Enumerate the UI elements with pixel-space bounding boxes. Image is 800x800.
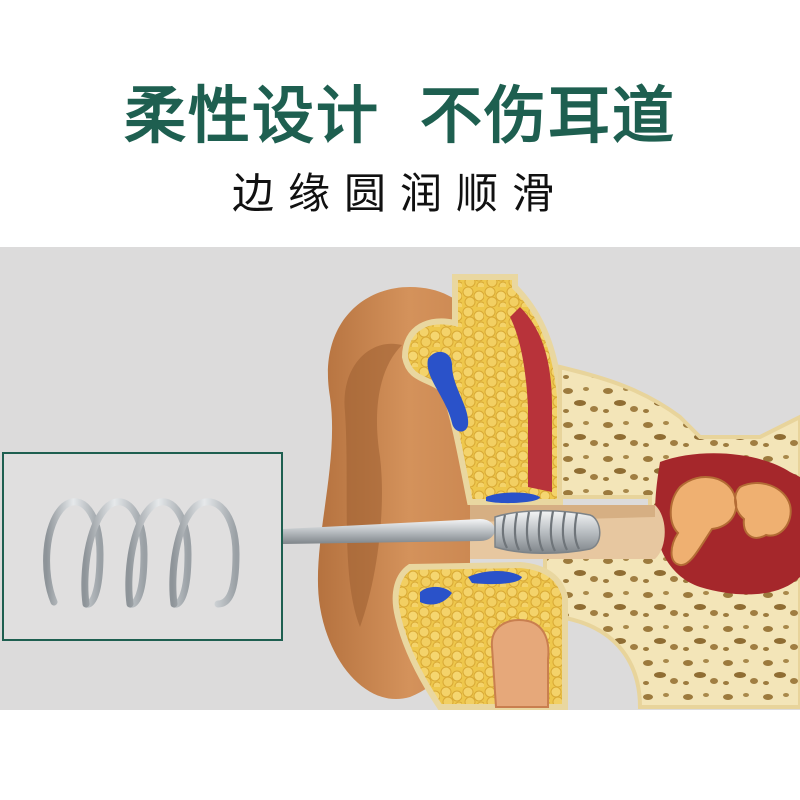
blood-vessel-strip <box>510 307 552 492</box>
spiral-ridges <box>501 510 580 552</box>
ear-ossicles <box>669 476 792 567</box>
ear-anatomy-illustration <box>0 247 800 710</box>
spring-detail-inset <box>2 452 283 641</box>
blue-vessel-canal <box>486 492 540 504</box>
lobule-gland <box>490 619 550 708</box>
headline-part-2: 不伤耳道 <box>420 79 677 152</box>
outer-ear-shadow <box>344 343 402 627</box>
subheadline: 边缘圆润顺滑 <box>231 169 568 218</box>
headline: 柔性设计不伤耳道 <box>0 76 800 156</box>
headline-part-1: 柔性设计 <box>123 79 380 152</box>
blue-vessel-upper <box>427 351 469 432</box>
spring-coil-icon <box>43 498 240 608</box>
spring-coils <box>43 498 240 608</box>
tool-handle <box>283 519 495 544</box>
tool-spiral-head <box>494 510 601 554</box>
spiral-ear-pick-icon <box>283 510 601 554</box>
blue-vessel-lower <box>420 571 522 605</box>
